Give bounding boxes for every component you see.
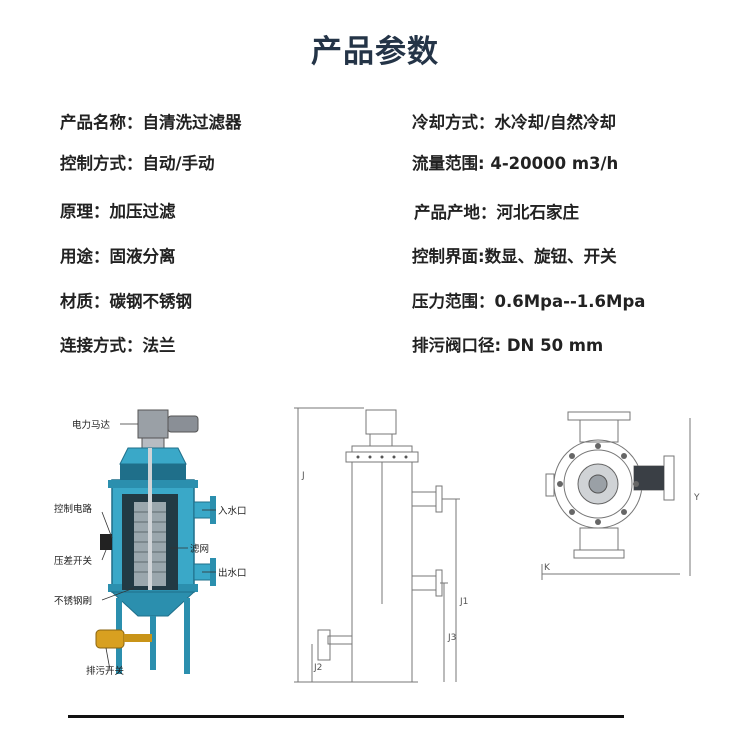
spec-product-name: 产品名称：自清洗过滤器	[60, 113, 242, 132]
spec-pressure-range: 压力范围：0.6Mpa--1.6Mpa	[412, 292, 646, 311]
dim-label-y: Y	[693, 493, 700, 503]
spec-material: 材质：碳钢不锈钢	[60, 292, 192, 311]
dim-label-j1: J1	[459, 597, 468, 607]
spec-origin: 产品产地：河北石家庄	[414, 203, 579, 222]
label-motor: 电力马达	[72, 419, 111, 431]
label-control-circuit: 控制电路	[54, 503, 93, 515]
label-pressure-switch: 压差开关	[54, 555, 93, 567]
label-drain-switch: 排污开关	[86, 665, 125, 677]
side-elevation-drawing: J J1 J3 J2	[294, 407, 468, 683]
label-inlet: 入水口	[218, 505, 247, 517]
label-screen: 滤网	[190, 543, 209, 555]
spec-control-interface: 控制界面:数显、旋钮、开关	[412, 247, 617, 266]
label-brush: 不锈钢刷	[54, 595, 92, 607]
dim-label-j2: J2	[313, 663, 322, 673]
spec-usage: 用途：固液分离	[60, 247, 176, 266]
spec-cooling: 冷却方式：水冷却/自然冷却	[412, 113, 617, 132]
label-outlet: 出水口	[218, 567, 247, 579]
dim-label-j: J	[301, 471, 305, 481]
spec-control-mode: 控制方式：自动/手动	[60, 154, 215, 173]
spec-connection: 连接方式：法兰	[60, 336, 176, 355]
spec-flow-range: 流量范围: 4-20000 m3/h	[412, 154, 619, 173]
filter-cutaway-illustration: 电力马达 控制电路 压差开关 不锈钢刷 排污开关 入水口 滤网 出水口	[54, 409, 247, 677]
dim-label-k: K	[544, 563, 551, 573]
spec-principle: 原理：加压过滤	[60, 202, 176, 221]
spec-drain-valve: 排污阀口径: DN 50 mm	[412, 336, 604, 355]
dim-label-j3: J3	[447, 633, 456, 643]
top-plan-drawing: Y K	[541, 411, 700, 580]
bottom-divider	[68, 715, 624, 718]
page-title: 产品参数	[311, 34, 439, 70]
